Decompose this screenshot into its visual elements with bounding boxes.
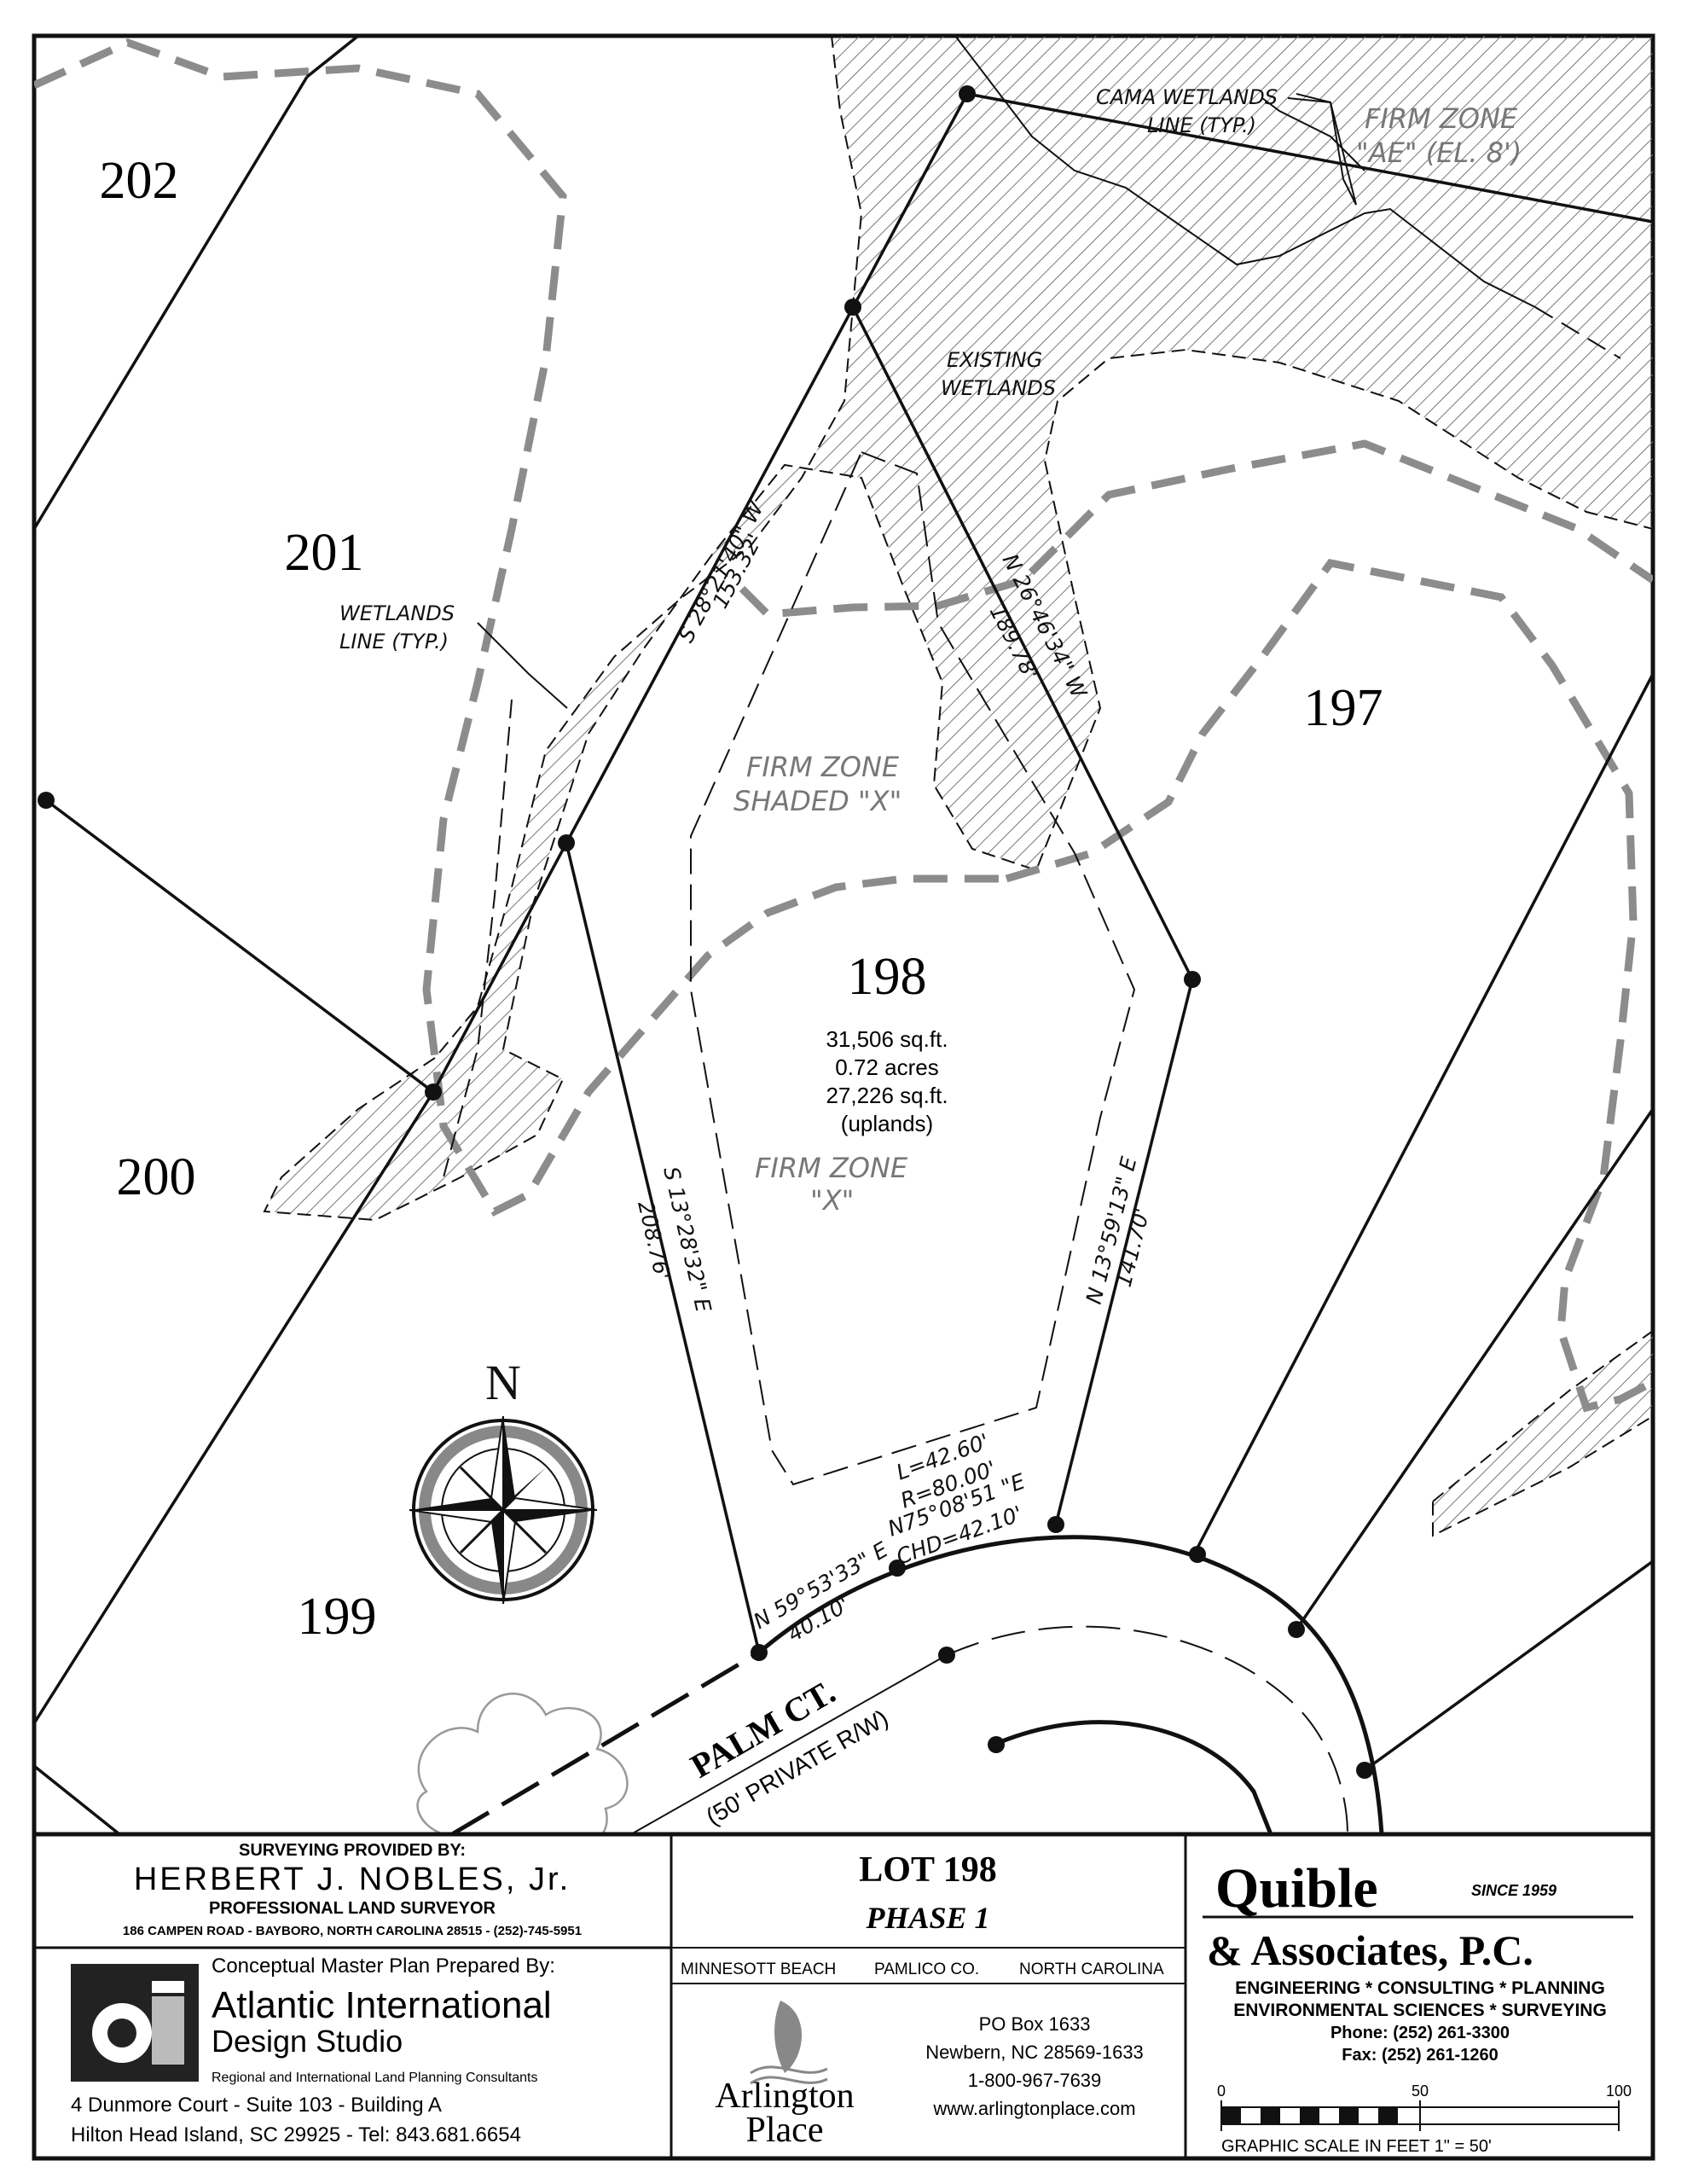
firm-x-label2: "X" <box>810 1184 854 1217</box>
wetlands-area <box>263 36 1653 1537</box>
arlington-name-line1: Arlington <box>715 2077 854 2116</box>
property-corners <box>38 85 1373 1779</box>
firm-x-label1: FIRM ZONE <box>755 1152 908 1184</box>
aids-logo <box>71 1964 199 2082</box>
arlington-city: Newbern, NC 28569-1633 <box>925 2042 1144 2063</box>
location-county: PAMLICO CO. <box>874 1960 979 1978</box>
surveyor-name: HERBERT J. NOBLES, Jr. <box>134 1862 571 1897</box>
scale-tick-100: 100 <box>1606 2082 1632 2100</box>
lot-lines <box>34 36 1653 1834</box>
lot-upland-sqft: 27,226 sq.ft. <box>826 1083 948 1108</box>
planner-address-line1: 4 Dunmore Court - Suite 103 - Building A <box>71 2094 442 2117</box>
cama-wetlands-line <box>954 36 1621 359</box>
cama-label-line1: CAMA WETLANDS <box>1096 85 1278 109</box>
lot-number-202: 202 <box>100 152 179 210</box>
lot-area-acres: 0.72 acres <box>835 1054 938 1080</box>
quible-fax: Fax: (252) 261-1260 <box>1342 2046 1498 2065</box>
scale-tick-0: 0 <box>1217 2082 1226 2100</box>
wetlands-line-label1: WETLANDS <box>339 601 455 625</box>
firm-zone-lines <box>34 38 1653 1413</box>
graphic-scale: 0 50 100 GRAPHIC SCALE IN FEET 1" = 50' <box>1217 2082 1632 2156</box>
existing-wetlands-line1: EXISTING <box>947 348 1042 372</box>
arlington-name-line2: Place <box>746 2111 824 2150</box>
north-arrow-compass <box>409 1415 598 1605</box>
lot-area-sqft: 31,506 sq.ft. <box>826 1026 948 1052</box>
arlington-website: www.arlingtonplace.com <box>932 2098 1135 2119</box>
quible-services-line1: ENGINEERING * CONSULTING * PLANNING <box>1235 1978 1605 1998</box>
lot-198-area-block: 31,506 sq.ft. 0.72 acres 27,226 sq.ft. (… <box>826 1026 948 1136</box>
lot-number-199: 199 <box>298 1588 377 1646</box>
quible-name-line1: Quible <box>1215 1857 1378 1920</box>
title-block: SURVEYING PROVIDED BY: HERBERT J. NOBLES… <box>34 1832 1653 2158</box>
lot-number-198: 198 <box>848 948 927 1006</box>
planner-name-line1: Atlantic International <box>212 1984 552 2026</box>
location-state: NORTH CAROLINA <box>1019 1960 1164 1978</box>
planner-tagline: Regional and International Land Planning… <box>212 2071 538 2085</box>
quible-name-line2: & Associates, P.C. <box>1207 1926 1533 1974</box>
quible-since: SINCE 1959 <box>1471 1882 1557 1899</box>
quible-services-line2: ENVIRONMENTAL SCIENCES * SURVEYING <box>1233 2001 1607 2020</box>
planner-address-line2: Hilton Head Island, SC 29925 - Tel: 843.… <box>71 2123 521 2146</box>
arlington-place-logo <box>750 2001 828 2085</box>
scale-caption: GRAPHIC SCALE IN FEET 1" = 50' <box>1221 2137 1492 2156</box>
lot-number-197: 197 <box>1304 679 1383 737</box>
lot-number-201: 201 <box>285 524 364 582</box>
compass-north-label: N <box>485 1355 521 1410</box>
cama-label-line2: LINE (TYP.) <box>1147 113 1256 137</box>
firm-shaded-label2: SHADED "X" <box>733 785 901 817</box>
firm-ae-label1: FIRM ZONE <box>1365 102 1518 135</box>
planner-heading: Conceptual Master Plan Prepared By: <box>212 1955 555 1978</box>
lot-phase: PHASE 1 <box>865 1901 989 1935</box>
location-town: MINNESOTT BEACH <box>681 1960 836 1978</box>
lot-upland-note: (uplands) <box>841 1111 933 1136</box>
firm-shaded-label1: FIRM ZONE <box>746 751 900 783</box>
palm-court-road <box>450 1535 1384 1834</box>
surveyor-address: 186 CAMPEN ROAD - BAYBORO, NORTH CAROLIN… <box>123 1924 582 1938</box>
tree-symbol <box>416 1693 629 1834</box>
existing-wetlands-line2: WETLANDS <box>941 376 1056 400</box>
lot-number-200: 200 <box>117 1148 196 1206</box>
wetlands-line-label2: LINE (TYP.) <box>339 630 449 653</box>
arlington-phone: 1-800-967-7639 <box>968 2070 1102 2091</box>
quible-phone: Phone: (252) 261-3300 <box>1330 2024 1510 2042</box>
arlington-pobox: PO Box 1633 <box>979 2013 1091 2035</box>
buildable-area <box>690 450 1136 1486</box>
west-line-bearing: S 28°21'40" W <box>674 497 769 647</box>
lot-title: LOT 198 <box>859 1850 996 1890</box>
scale-tick-50: 50 <box>1412 2082 1429 2100</box>
planner-name-line2: Design Studio <box>212 2024 403 2059</box>
firm-ae-label2: "AE" (EL. 8') <box>1356 136 1522 169</box>
surveyor-title: PROFESSIONAL LAND SURVEYOR <box>209 1899 496 1918</box>
surveyor-heading: SURVEYING PROVIDED BY: <box>239 1841 466 1860</box>
